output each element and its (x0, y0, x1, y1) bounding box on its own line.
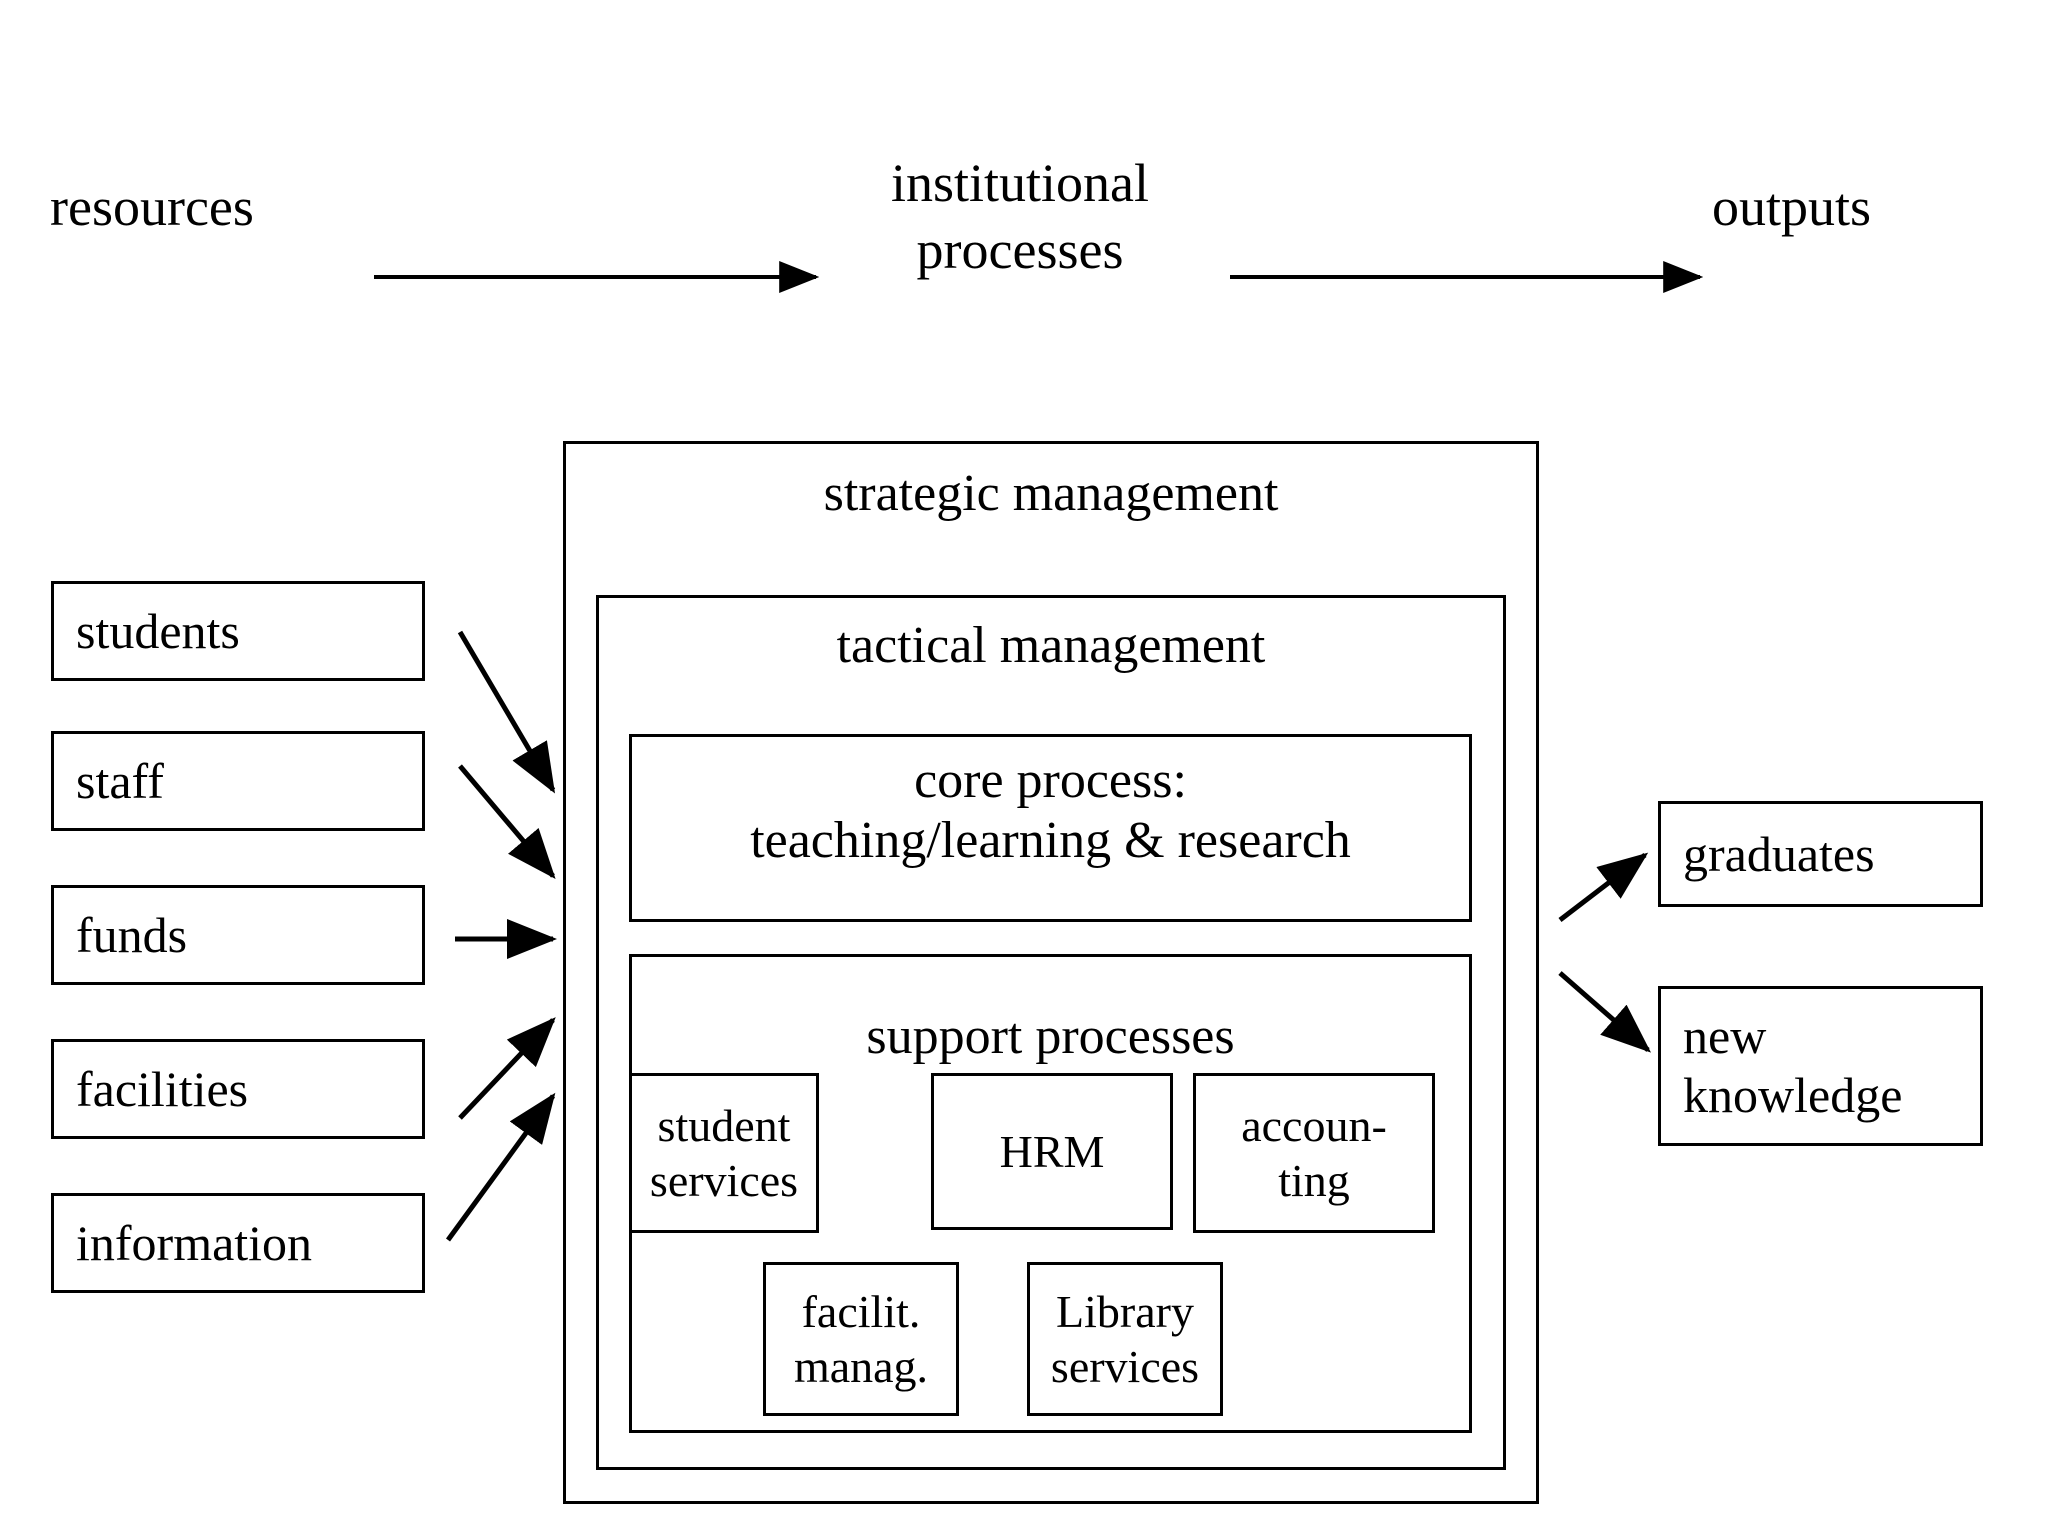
support-unit-accounting[interactable]: accoun- ting (1193, 1073, 1435, 1233)
support-unit-library-services[interactable]: Library services (1027, 1262, 1223, 1416)
support-unit-hrm-line1: HRM (999, 1125, 1105, 1177)
support-unit-hrm[interactable]: HRM (931, 1073, 1173, 1230)
resource-box-information[interactable]: information (51, 1193, 425, 1293)
support-unit-accounting-line2: ting (1278, 1155, 1350, 1206)
institutional-processes-line1: institutional (890, 153, 1149, 213)
resource-box-facilities[interactable]: facilities (51, 1039, 425, 1139)
strategic-management-container[interactable]: strategic management (563, 441, 1539, 1504)
support-unit-library-services-line2: services (1050, 1341, 1200, 1392)
resource-label-students: students (76, 603, 240, 659)
core-process-container[interactable]: core process:teaching/learning & researc… (629, 734, 1472, 922)
resource-label-staff: staff (76, 753, 164, 809)
support-unit-facility-management-line1: facilit. (801, 1285, 921, 1337)
arrow-students-input (457, 630, 556, 794)
resource-box-funds[interactable]: funds (51, 885, 425, 985)
output-label-graduates-line1: graduates (1683, 825, 1875, 882)
support-processes-title: support processes (866, 1008, 1235, 1065)
output-label-new-knowledge-line2: knowledge (1683, 1067, 1903, 1123)
resource-box-staff[interactable]: staff (51, 731, 425, 831)
support-unit-library-services-line1: Library (1056, 1285, 1194, 1337)
output-box-new-knowledge[interactable]: new knowledge (1658, 986, 1983, 1146)
support-unit-accounting-line1: accoun- (1241, 1099, 1387, 1151)
resources-label: resources (50, 177, 254, 237)
resource-label-funds: funds (76, 907, 188, 963)
arrow-output-graduates (1558, 852, 1649, 922)
support-unit-student-services[interactable]: student services (629, 1073, 819, 1233)
arrow-output-new-knowledge (1558, 971, 1652, 1053)
support-unit-facility-management[interactable]: facilit. manag. (763, 1262, 959, 1416)
arrow-facilities-input (458, 1017, 556, 1120)
tactical-management-title: tactical management (836, 617, 1266, 674)
arrow-information-input (445, 1092, 556, 1242)
core-process-title: core process:teaching/learning & researc… (632, 751, 1469, 871)
resource-label-facilities: facilities (76, 1061, 249, 1117)
institutional-processes-line2: processes (916, 219, 1124, 280)
core-process-line2: teaching/learning & research (750, 811, 1351, 869)
outputs-label: outputs (1712, 177, 1872, 237)
support-unit-student-services-line2: services (649, 1155, 799, 1206)
tactical-management-container[interactable]: tactical management (596, 595, 1506, 1470)
output-label-new-knowledge-line1: new (1683, 1008, 1767, 1064)
core-process-line1: core process: (914, 752, 1187, 809)
output-box-graduates[interactable]: graduates (1658, 801, 1983, 907)
support-unit-student-services-line1: student (657, 1099, 791, 1151)
strategic-management-title: strategic management (823, 465, 1279, 522)
support-unit-facility-management-line2: manag. (793, 1341, 929, 1392)
resource-label-information: information (76, 1215, 313, 1271)
arrow-staff-input (458, 764, 556, 880)
resource-box-students[interactable]: students (51, 581, 425, 681)
